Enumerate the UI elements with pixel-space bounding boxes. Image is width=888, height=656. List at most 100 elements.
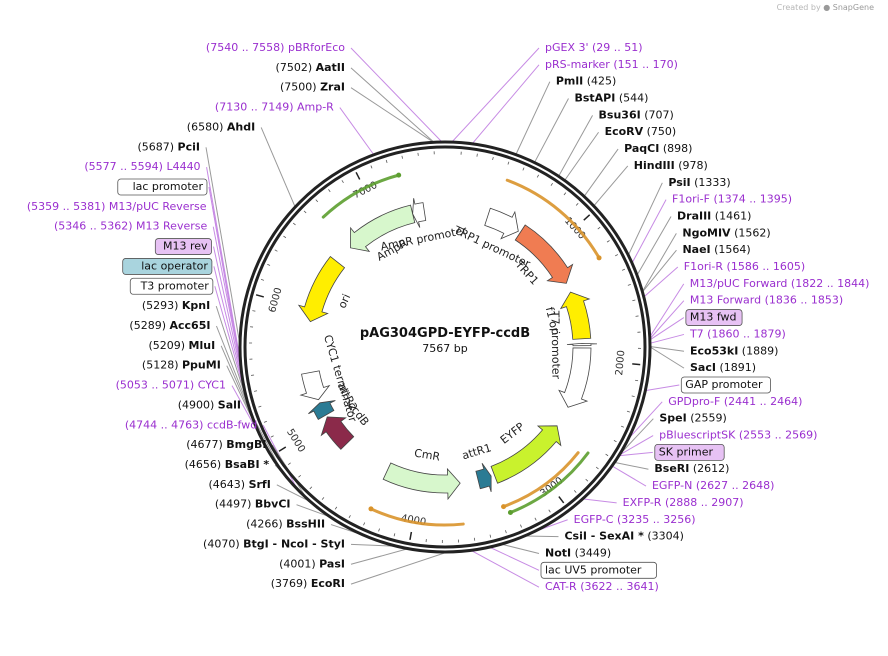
label-name: GPDpro-F bbox=[668, 395, 720, 408]
tick-mark bbox=[632, 363, 641, 366]
minor-tick bbox=[605, 453, 609, 457]
label-egfp-n: EGFP-N (2627 .. 2648) bbox=[652, 479, 774, 492]
label-csii-sexai: CsiI - SexAI * (3304) bbox=[564, 530, 683, 543]
minor-tick bbox=[363, 522, 366, 526]
label-text: (7130 .. 7149) Amp-R bbox=[215, 101, 334, 114]
label-name: lac UV5 promoter bbox=[545, 563, 642, 576]
leader-line bbox=[582, 498, 617, 504]
feature-label-t7-promoter: T7 promoter bbox=[548, 310, 562, 380]
minor-tick bbox=[522, 167, 525, 171]
minor-tick bbox=[348, 515, 351, 519]
label-name: M13 fwd bbox=[690, 311, 737, 324]
label-name: pGEX 3' bbox=[545, 41, 589, 54]
label-l4440: (5577 .. 5594) L4440 bbox=[84, 160, 200, 173]
label-name: GAP promoter bbox=[685, 378, 763, 391]
minor-tick bbox=[267, 263, 271, 266]
label-name: M13/pUC Reverse bbox=[109, 200, 207, 213]
label-text: lac promoter bbox=[133, 180, 204, 193]
label-name: M13 Reverse bbox=[136, 220, 207, 233]
feature-band-end bbox=[396, 172, 402, 178]
label-text: (5577 .. 5594) L4440 bbox=[84, 160, 200, 173]
label-name: pBRforEco bbox=[288, 41, 345, 54]
label-ccdb-fwd: (4744 .. 4763) ccdB-fwd bbox=[125, 418, 257, 431]
label-name: BsaBI * bbox=[225, 458, 270, 471]
label-m13-forward: M13 Forward (1836 .. 1853) bbox=[690, 294, 843, 307]
label-name: EGFP-C bbox=[574, 513, 614, 526]
backbone-inner-ring bbox=[243, 145, 647, 549]
label-text: pRS-marker (151 .. 170) bbox=[545, 58, 678, 71]
label-text: CAT-R (3622 .. 3641) bbox=[545, 580, 659, 593]
label-name: EcoRV bbox=[605, 125, 644, 138]
label-name: F1ori-F bbox=[672, 193, 710, 206]
label-amp-r: (7130 .. 7149) Amp-R bbox=[215, 101, 334, 114]
feature-arrow-trp1 bbox=[514, 224, 574, 284]
label-text: M13 fwd bbox=[690, 311, 737, 324]
label-info: (5053 .. 5071) bbox=[116, 379, 195, 392]
label-f1ori-f: F1ori-F (1374 .. 1395) bbox=[672, 193, 792, 206]
leader-line bbox=[350, 551, 448, 585]
label-noti: NotI (3449) bbox=[545, 546, 611, 559]
minor-tick bbox=[595, 466, 599, 470]
label-info: (2627 .. 2648) bbox=[696, 479, 775, 492]
label-text: (4643) SrfI bbox=[208, 478, 270, 491]
label-info: (3235 .. 3256) bbox=[617, 513, 696, 526]
label-bseri: BseRI (2612) bbox=[654, 462, 729, 475]
feature-band bbox=[502, 451, 580, 509]
label-name: Eco53kI bbox=[690, 344, 738, 357]
feature-band bbox=[505, 178, 601, 260]
label-eco53ki: Eco53kI (1889) bbox=[690, 344, 778, 357]
label-aatii: (7502) AatII bbox=[276, 61, 345, 74]
label-ahdi: (6580) AhdI bbox=[187, 120, 255, 133]
label-text: (4656) BsaBI * bbox=[185, 458, 270, 471]
label-info: (7500) bbox=[280, 81, 317, 94]
label-info: (1564) bbox=[714, 243, 751, 256]
leader-line bbox=[350, 47, 443, 143]
minor-tick bbox=[292, 222, 296, 226]
label-info: (3769) bbox=[271, 577, 308, 590]
minor-tick bbox=[550, 182, 553, 186]
label-info: (5293) bbox=[142, 299, 179, 312]
feature-band-end bbox=[368, 506, 374, 512]
label-text: SpeI (2559) bbox=[659, 412, 726, 425]
label-text: CsiI - SexAI * (3304) bbox=[564, 530, 683, 543]
minor-tick bbox=[274, 249, 278, 252]
leader-line bbox=[593, 165, 629, 207]
label-bsabi: (4656) BsaBI * bbox=[185, 458, 270, 471]
label-name: PaqCI bbox=[624, 142, 659, 155]
label-info: (29 .. 51) bbox=[592, 41, 643, 54]
label-info: (4266) bbox=[246, 518, 283, 531]
label-bsshii: (4266) BssHII bbox=[246, 518, 325, 531]
feature-band bbox=[369, 507, 465, 527]
label-name: lac promoter bbox=[133, 180, 204, 193]
label-info: (1860 .. 1879) bbox=[707, 327, 786, 340]
label-info: (1822 .. 1844) bbox=[791, 277, 870, 290]
feature-arrow-gap-promoter bbox=[558, 347, 592, 408]
leader-line bbox=[350, 67, 435, 143]
label-info: (425) bbox=[587, 75, 617, 88]
feature-label-attr1: attR1 bbox=[460, 441, 492, 462]
label-pgex-3: pGEX 3' (29 .. 51) bbox=[545, 41, 643, 54]
label-name: lac operator bbox=[141, 259, 208, 272]
tick-mark bbox=[255, 294, 264, 298]
label-box bbox=[122, 258, 213, 275]
leader-line bbox=[339, 107, 375, 156]
minor-tick bbox=[614, 254, 619, 257]
label-box bbox=[680, 376, 771, 394]
label-text: Bsu36I (707) bbox=[599, 108, 674, 121]
label-text: lac UV5 promoter bbox=[545, 563, 642, 576]
label-text: PsiI (1333) bbox=[668, 176, 730, 189]
feature-label-eyfp: EYFP bbox=[498, 420, 527, 447]
label-text: GAP promoter bbox=[685, 378, 763, 391]
label-pmli: PmlI (425) bbox=[556, 75, 616, 88]
label-text: (4900) SalI bbox=[178, 398, 241, 411]
label-info: (2441 .. 2464) bbox=[724, 395, 803, 408]
leader-line bbox=[350, 543, 397, 547]
tick-label: 5000 bbox=[284, 427, 307, 454]
label-text: (3769) EcoRI bbox=[271, 577, 345, 590]
minor-tick bbox=[309, 486, 313, 490]
tick-mark bbox=[355, 171, 361, 180]
label-text: pBluescriptSK (2553 .. 2569) bbox=[659, 429, 817, 442]
label-info: (2559) bbox=[690, 412, 727, 425]
label-name: CsiI - SexAI * bbox=[564, 530, 644, 543]
feature-arrow-attr2 bbox=[308, 400, 336, 420]
